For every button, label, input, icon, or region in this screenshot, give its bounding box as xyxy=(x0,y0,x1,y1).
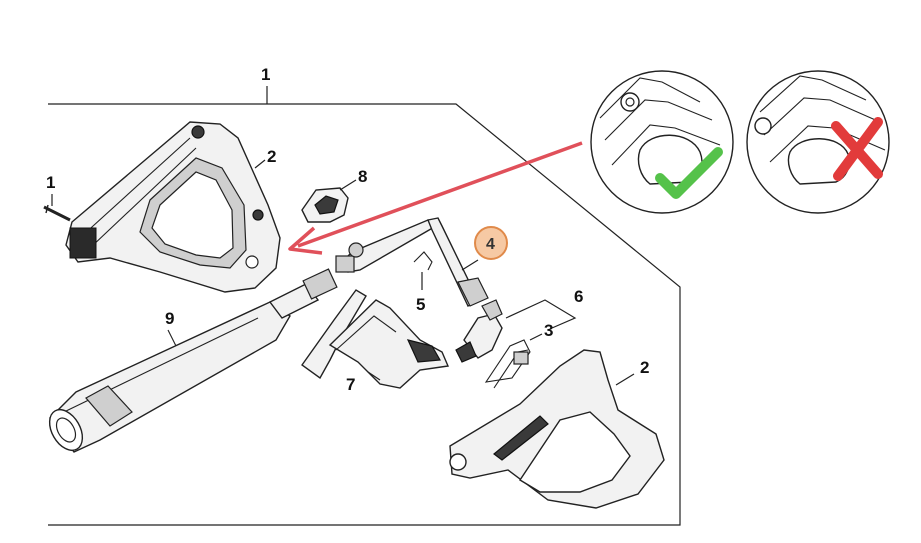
callout-6-connector-group: 6 xyxy=(574,287,583,306)
detail-incorrect xyxy=(746,70,890,214)
callout-5-retainer: 5 xyxy=(416,295,425,314)
assembly-frame: 1 xyxy=(48,65,681,526)
lance-part: 9 xyxy=(48,268,338,453)
handle-left-half: 2 xyxy=(65,121,281,293)
callout-7-trigger: 7 xyxy=(346,375,355,394)
callout-2-handle-right: 2 xyxy=(640,358,649,377)
handle-right-half: 2 xyxy=(449,349,665,509)
pipe-part xyxy=(335,217,489,307)
callout-1-screw: 1 xyxy=(46,173,55,192)
cross-mark-icon xyxy=(831,117,883,181)
callout-4-highlight: 4 xyxy=(486,236,495,253)
lock-button-part: 8 xyxy=(301,167,367,223)
direction-arrow xyxy=(288,141,583,255)
detail-correct xyxy=(590,70,734,214)
callout-8-lock-button: 8 xyxy=(358,167,367,186)
screw-part: 1 xyxy=(43,173,71,222)
callout-9-lance: 9 xyxy=(165,309,174,328)
check-mark-icon xyxy=(655,147,723,199)
connector-group: 6 xyxy=(455,287,583,363)
clip-part: 3 xyxy=(484,321,553,389)
callout-1-assembly: 1 xyxy=(261,65,270,84)
callout-2-handle-left: 2 xyxy=(267,147,276,166)
callout-3-clip: 3 xyxy=(544,321,553,340)
highlight-callout-4: 4 xyxy=(474,226,508,260)
retainer-part: 5 xyxy=(413,251,433,314)
trigger-part: 7 xyxy=(301,289,450,394)
